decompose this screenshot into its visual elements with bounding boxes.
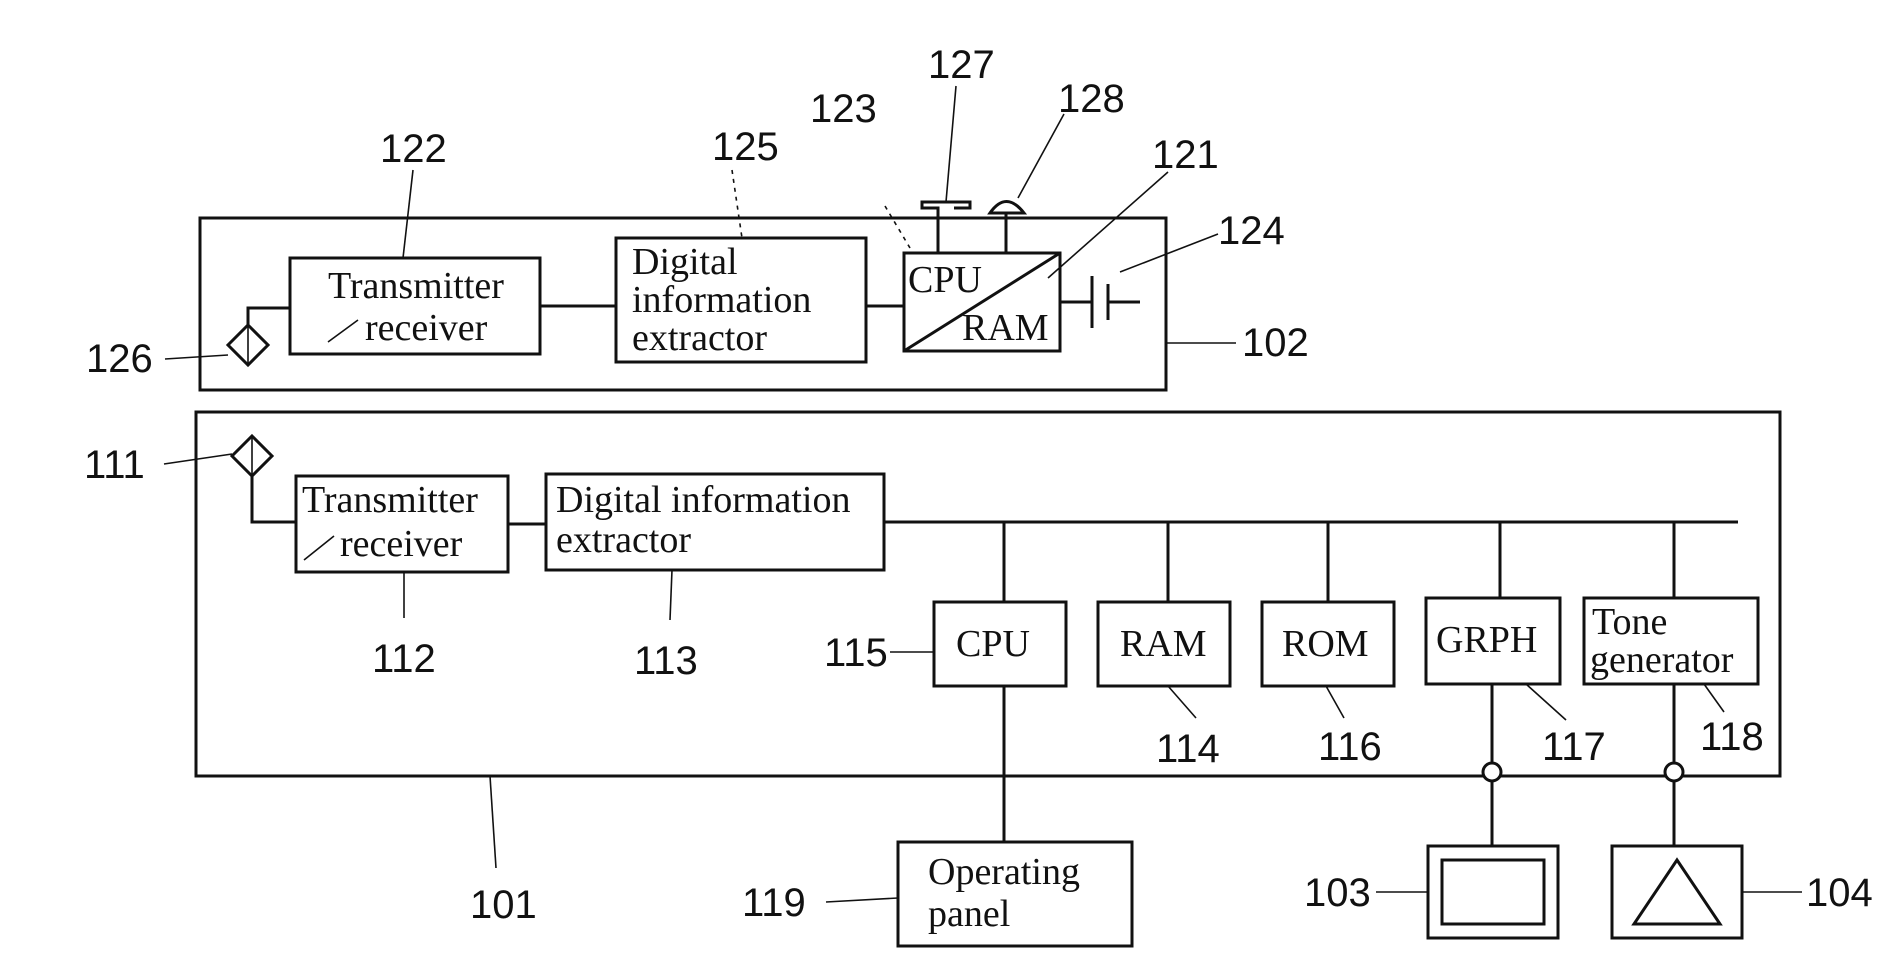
label-119: 119	[742, 881, 806, 925]
tr122-line2: receiver	[365, 307, 488, 349]
label-121: 121	[1152, 133, 1219, 177]
label-114: 114	[1156, 727, 1220, 771]
label-124: 124	[1218, 209, 1285, 253]
panel-line2: panel	[928, 893, 1010, 935]
label-102: 102	[1242, 321, 1309, 365]
tone-118-line2: generator	[1590, 639, 1734, 681]
display-screen	[1442, 860, 1544, 924]
unit-102: 126 Transmitter receiver 122 Digital inf…	[86, 43, 1309, 390]
label-113: 113	[634, 639, 698, 683]
cpu-115-label: CPU	[956, 623, 1030, 665]
label-122: 122	[380, 127, 447, 171]
label-126: 126	[86, 337, 153, 381]
label-118: 118	[1700, 715, 1764, 759]
cpu-ram-cpu-label: CPU	[908, 259, 982, 301]
rom-116-label: ROM	[1282, 623, 1369, 665]
leader-101	[490, 776, 496, 868]
label-112: 112	[372, 637, 436, 681]
unit-101-frame	[196, 412, 1780, 776]
label-111: 111	[84, 443, 145, 487]
tr122-line1: Transmitter	[328, 265, 504, 307]
leader-119	[826, 898, 898, 902]
label-128: 128	[1058, 77, 1125, 121]
label-116: 116	[1318, 725, 1382, 769]
label-103: 103	[1304, 871, 1371, 915]
cpu-ram-ram-label: RAM	[962, 307, 1049, 349]
tr112-line1: Transmitter	[302, 479, 478, 521]
ex125-line1: Digital	[632, 241, 738, 283]
label-104: 104	[1806, 871, 1873, 915]
label-127: 127	[928, 43, 995, 87]
panel-line1: Operating	[928, 851, 1080, 893]
label-101: 101	[470, 883, 537, 927]
label-123: 123	[810, 87, 877, 131]
connector-104	[1665, 763, 1683, 781]
label-125: 125	[712, 125, 779, 169]
label-115: 115	[824, 631, 888, 675]
label-117: 117	[1542, 725, 1606, 769]
ex113-line2: extractor	[556, 519, 691, 561]
tone-118-line1: Tone	[1592, 601, 1667, 643]
connector-103	[1483, 763, 1501, 781]
ex125-line3: extractor	[632, 317, 767, 359]
ram-114-label: RAM	[1120, 623, 1207, 665]
leader-128	[1018, 114, 1064, 198]
grph-117-label: GRPH	[1436, 619, 1537, 661]
ex113-line1: Digital information	[556, 479, 850, 521]
led-128-icon	[990, 202, 1024, 214]
leader-127	[946, 86, 956, 202]
ex125-line2: information	[632, 279, 811, 321]
tr112-line2: receiver	[340, 523, 463, 565]
